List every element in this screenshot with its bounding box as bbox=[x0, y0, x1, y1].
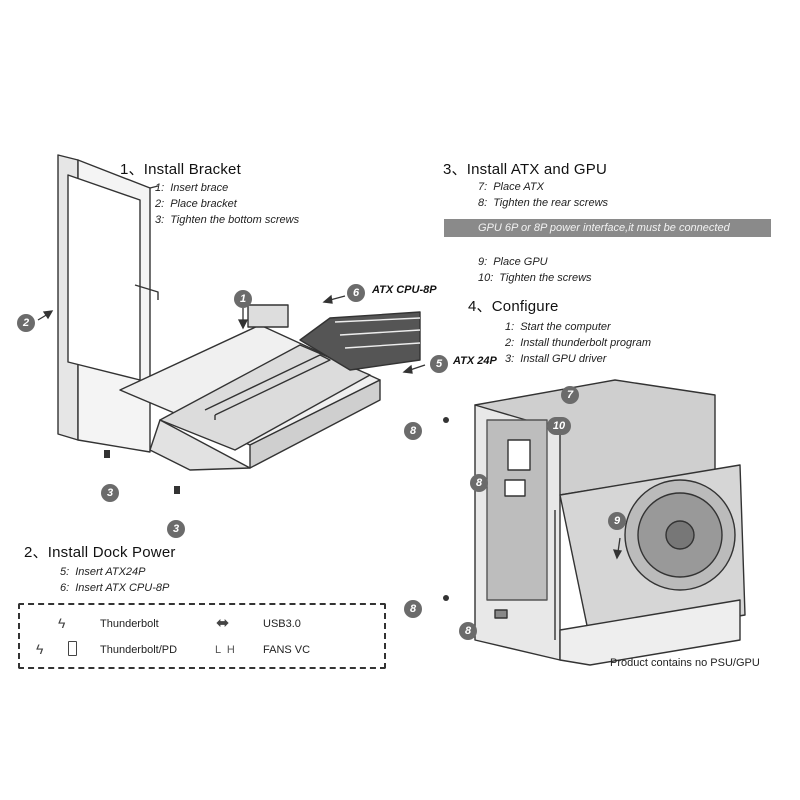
callout-3b: 3 bbox=[167, 520, 185, 538]
callout-8a: 8 bbox=[404, 422, 422, 440]
section1-step-3: 3:Tighten the bottom screws bbox=[155, 214, 300, 226]
section4-step-3: 3:Install GPU driver bbox=[505, 353, 607, 365]
section4-title: 4、Configure bbox=[468, 298, 559, 315]
thunderbolt-icon: ϟ bbox=[58, 615, 66, 631]
section4-steps: 1:Start the computer 2:Install thunderbo… bbox=[505, 321, 651, 369]
section3-step-9: 9:Place GPU bbox=[478, 256, 548, 268]
bracket-frame bbox=[57, 154, 159, 453]
legend-usb-label: USB3.0 bbox=[263, 618, 301, 630]
atx-connector-bundle bbox=[299, 311, 421, 371]
section1-step-1: 1:Insert brace bbox=[155, 182, 229, 194]
section2-step-6: 6:Insert ATX CPU-8P bbox=[60, 582, 170, 594]
fan-lh-icon: L H bbox=[215, 644, 235, 656]
section3-steps-after: 9:Place GPU 10:Tighten the screws bbox=[478, 256, 592, 288]
section3-step-8: 8:Tighten the rear screws bbox=[478, 197, 609, 209]
section4-step-1: 1:Start the computer bbox=[505, 321, 611, 333]
callout-8b: 8 bbox=[470, 474, 488, 492]
section3-steps: 7:Place ATX 8:Tighten the rear screws bbox=[478, 181, 608, 213]
section1-step-2: 2:Place bracket bbox=[155, 198, 237, 210]
section4-step-2: 2:Install thunderbolt program bbox=[505, 337, 652, 349]
callout-10: 10 bbox=[547, 417, 571, 435]
callout-5: 5 bbox=[430, 355, 448, 373]
psu-gpu-assembly bbox=[474, 379, 746, 666]
callout-9: 9 bbox=[608, 512, 626, 530]
screws bbox=[104, 417, 449, 601]
product-disclaimer: Product contains no PSU/GPU bbox=[610, 657, 760, 669]
gpu-power-warning-banner: GPU 6P or 8P power interface,it must be … bbox=[444, 219, 771, 237]
section2-title: 2、Install Dock Power bbox=[24, 544, 176, 561]
callout-7: 7 bbox=[561, 386, 579, 404]
dock-board bbox=[119, 304, 381, 471]
port-legend: ϟ Thunderbolt ⬌ USB3.0 ϟ Thunderbolt/PD … bbox=[18, 603, 386, 669]
section2-steps: 5:Insert ATX24P 6:Insert ATX CPU-8P bbox=[60, 566, 169, 598]
callout-1: 1 bbox=[234, 290, 252, 308]
callout-8d: 8 bbox=[459, 622, 477, 640]
atx-cpu-8p-label: ATX CPU-8P bbox=[372, 284, 437, 296]
legend-thunderbolt-label: Thunderbolt bbox=[100, 618, 159, 630]
section1-steps: 1:Insert brace 2:Place bracket 3:Tighten… bbox=[155, 182, 299, 230]
usb-icon: ⬌ bbox=[216, 615, 230, 632]
callout-3a: 3 bbox=[101, 484, 119, 502]
section3-title: 3、Install ATX and GPU bbox=[443, 161, 607, 178]
callout-8c: 8 bbox=[404, 600, 422, 618]
section3-step-10: 10:Tighten the screws bbox=[478, 272, 592, 284]
legend-fans-vc-label: FANS VC bbox=[263, 644, 311, 656]
battery-icon bbox=[68, 641, 77, 656]
callout-6: 6 bbox=[347, 284, 365, 302]
thunderbolt-pd-icon: ϟ bbox=[36, 641, 44, 657]
legend-thunderbolt-pd-label: Thunderbolt/PD bbox=[100, 644, 178, 656]
section3-step-7: 7:Place ATX bbox=[478, 181, 544, 193]
atx-24p-label: ATX 24P bbox=[453, 355, 497, 367]
section1-title: 1、Install Bracket bbox=[120, 161, 241, 178]
assembly-arrows bbox=[37, 294, 623, 560]
section2-step-5: 5:Insert ATX24P bbox=[60, 566, 146, 578]
callout-2: 2 bbox=[17, 314, 35, 332]
